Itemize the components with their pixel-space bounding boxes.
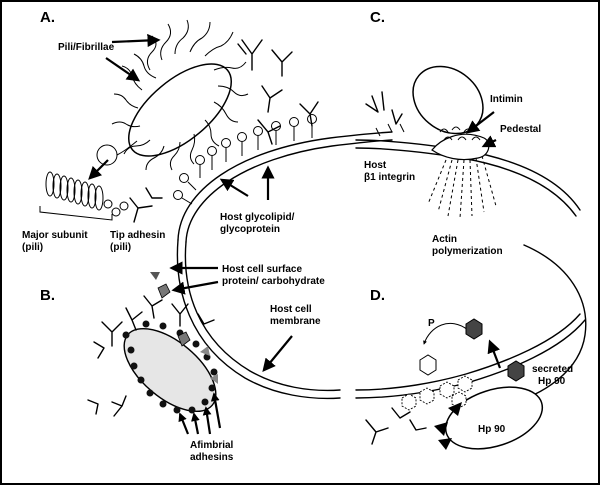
bacterium-d: [444, 386, 544, 450]
pili-fibrillae-label: Pili/Fibrillae: [58, 42, 115, 53]
panel-a: A.: [22, 9, 393, 253]
pili-arrow-1: [105, 57, 141, 82]
host-integrin-label: Host β1 integrin: [364, 160, 415, 183]
pedestal-label: Pedestal: [500, 124, 541, 135]
receptor-hexagons: [401, 375, 473, 411]
antibodies-d: [365, 407, 427, 445]
major-subunit-coil: [45, 171, 129, 217]
dark-adhesins: [434, 402, 462, 450]
integrin-structures: [365, 91, 403, 125]
tip-adhesin-label: Tip adhesin (pili): [110, 230, 168, 253]
pedestal-arrow: [481, 135, 497, 148]
pedestal: [431, 133, 490, 161]
afimbrial-label: Afimbrial adhesins: [190, 440, 236, 463]
actin-polymerization-label: Actin polymerization: [432, 234, 503, 257]
phospho-curve: [423, 322, 469, 345]
hexagon-unphosphorylated: [419, 354, 437, 376]
host-surface-arrow-2: [171, 280, 219, 295]
panel-d: D. P: [355, 287, 586, 450]
major-subunit-arrow: [88, 159, 109, 180]
host-cell-arc-c: [504, 244, 587, 406]
afimbrial-arrow-1: [178, 412, 190, 435]
intimin-label: Intimin: [490, 94, 523, 105]
major-subunit-bracket: [39, 206, 113, 221]
bacterium-c: [412, 65, 484, 135]
membrane-arrow: [262, 335, 293, 373]
afimbrial-arrow-2: [191, 412, 200, 435]
hexagon-phosphorylated-top: [465, 318, 483, 340]
antibodies-b: [87, 295, 215, 417]
host-surface-label: Host cell surface protein/ carbohydrate: [222, 264, 325, 287]
intimin-arrow: [465, 111, 495, 134]
panel-c-letter: C.: [370, 9, 385, 26]
host-membrane-d-inner: [355, 313, 581, 391]
host-membrane-label: Host cell membrane: [270, 304, 321, 327]
panel-b: B.: [40, 239, 341, 463]
surface-carbohydrates: [150, 272, 218, 384]
actin-filaments: [427, 155, 497, 219]
pili-arrow-2: [111, 33, 161, 48]
panel-a-letter: A.: [40, 9, 55, 26]
antibodies-a: [129, 39, 319, 223]
host-membrane-b-inner: [184, 241, 341, 392]
afimbrial-arrow-3: [202, 406, 212, 435]
glycolipid-receptors: [173, 114, 317, 205]
afimbrial-arrow-4: [210, 392, 222, 429]
hp90-label: Hp 90: [478, 424, 506, 435]
host-membrane-a: [177, 131, 393, 241]
host-glycolipid-label: Host glycolipid/ glycoprotein: [220, 212, 297, 235]
secreted-hp90-label: secreted Hp 90: [532, 364, 576, 387]
major-subunit-label: Major subunit (pili): [22, 230, 90, 253]
p-label: P: [428, 318, 435, 329]
panel-d-letter: D.: [370, 287, 385, 304]
arrow-to-phospho: [487, 339, 502, 369]
hexagon-secreted: [507, 360, 525, 382]
panel-c: C.: [355, 9, 587, 406]
panel-b-letter: B.: [40, 287, 55, 304]
glycolipid-arrow-1: [219, 178, 249, 197]
host-membrane-b: [176, 239, 341, 400]
host-membrane-a-inner: [185, 139, 393, 243]
pili-fibrillae: [111, 19, 249, 171]
bacterium-a: [127, 63, 233, 157]
